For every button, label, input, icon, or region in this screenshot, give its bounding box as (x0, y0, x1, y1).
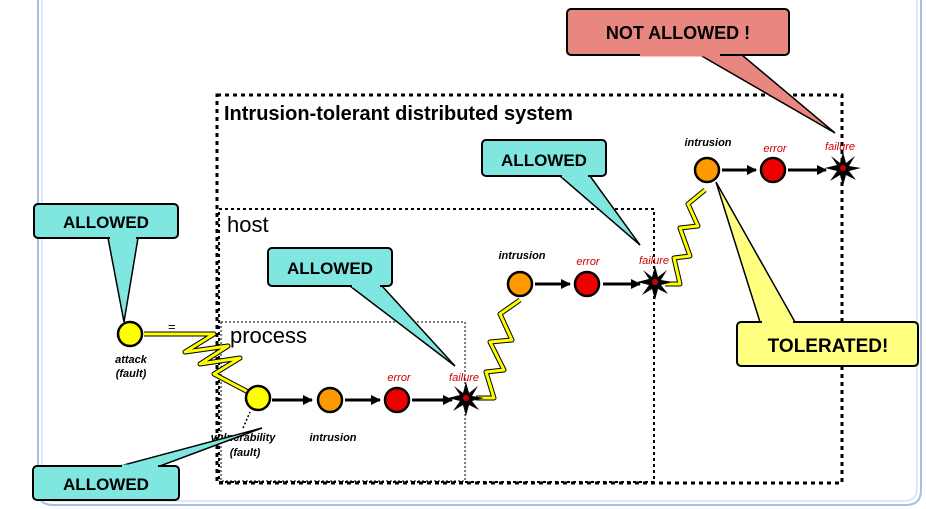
process-intrusion-label: intrusion (309, 432, 356, 444)
callout-allowed-host: ALLOWED (267, 247, 456, 367)
host-intrusion-node (506, 270, 534, 298)
callout-not-allowed: NOT ALLOWED ! (566, 8, 836, 134)
host-failure-label: failure (639, 255, 669, 267)
system-error-label: error (763, 143, 788, 155)
lightning-host-to-system (665, 188, 707, 287)
attack-label-line2: (fault) (116, 368, 147, 380)
host-error-label: error (576, 256, 601, 268)
process-error-label: error (387, 372, 412, 384)
attack-node (116, 320, 144, 348)
lightning-process-to-host (476, 297, 522, 401)
host-failure-core (652, 279, 658, 285)
process-error-node (383, 386, 411, 414)
slide-frame (37, 0, 922, 506)
callout-allowed-attack-text: ALLOWED (63, 213, 149, 232)
lightning-attack-to-vulnerability (144, 331, 254, 397)
callout-allowed-attack: ALLOWED (33, 203, 179, 323)
arrow-vuln-label-pointer (242, 411, 251, 429)
system-intrusion-node (693, 156, 721, 184)
process-intrusion-node (316, 386, 344, 414)
host-error-node (573, 270, 601, 298)
callout-allowed-system: ALLOWED (481, 139, 641, 246)
system-failure-core (840, 165, 846, 171)
vulnerability-node (244, 384, 272, 412)
equals-sign: = (168, 319, 176, 334)
callout-allowed-system-text: ALLOWED (501, 151, 587, 170)
attack-label-line1: attack (115, 354, 148, 366)
host-intrusion-label: intrusion (498, 250, 545, 262)
process-failure-label: failure (449, 372, 479, 384)
callout-allowed-host-text: ALLOWED (287, 259, 373, 278)
system-boundary (215, 93, 844, 485)
callout-allowed-vulnerability: ALLOWED (32, 427, 263, 501)
callout-not-allowed-text: NOT ALLOWED ! (606, 23, 750, 43)
process-boundary (220, 321, 466, 482)
system-error-node (759, 156, 787, 184)
system-intrusion-label: intrusion (684, 137, 731, 149)
process-label: process (230, 323, 307, 348)
slide-frame-inner (41, 0, 918, 502)
callout-allowed-vulnerability-text: ALLOWED (63, 475, 149, 494)
callout-tolerated-text: TOLERATED! (768, 336, 889, 357)
callout-tolerated: TOLERATED! (715, 181, 919, 367)
system-label: Intrusion-tolerant distributed system (224, 103, 573, 125)
system-failure-label: failure (825, 141, 855, 153)
host-label: host (227, 212, 269, 237)
process-failure-core (463, 395, 469, 401)
vulnerability-label-line2: (fault) (230, 447, 261, 459)
